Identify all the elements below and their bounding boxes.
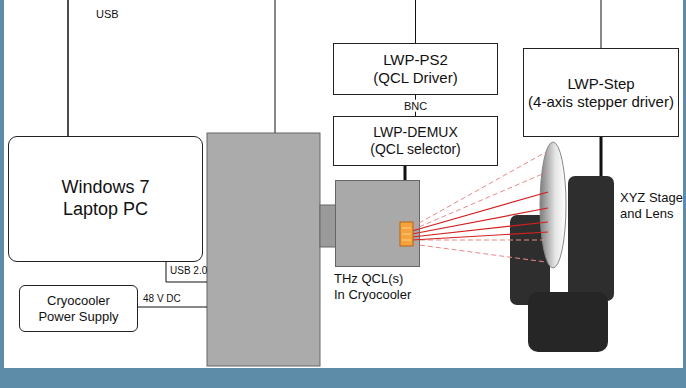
node-label: (QCL selector) [370,141,461,158]
beam [412,172,547,230]
signal-label: BNC [402,99,429,112]
node-content: LWP-DEMUX(QCL selector) [334,117,497,165]
beam [412,240,547,241]
power-wire [138,307,207,308]
node-label: LWP-Step [567,75,634,93]
node-content: LWP-PS2(QCL Driver) [334,44,497,94]
node-content: LWP-Step(4-axis stepper driver) [524,49,678,136]
beam [412,208,548,234]
usb2-wire [166,262,207,282]
node-label: LWP-PS2 [383,51,448,69]
stepper-driver-box: LWP-Step(4-axis stepper driver) [523,48,679,137]
white-panel [4,0,683,368]
beam [412,232,548,240]
beam [412,192,548,231]
node-label: Windows 7 Laptop PC [50,177,162,220]
node-label: THz QCL(s) In Cryocooler [334,271,414,302]
cable [404,166,407,180]
node-label: Cryocooler Power Supply [37,293,121,324]
node-content: Windows 7 Laptop PC [9,137,202,261]
power-supply-box: Cryocooler Power Supply [19,285,138,332]
signal-label: 48 V DC [143,293,181,305]
driver-box: LWP-PS2(QCL Driver) [333,43,498,95]
selector-box: LWP-DEMUX(QCL selector) [333,116,498,166]
qcl-cryostat-box: THz QCL(s) In Cryocooler [335,180,420,267]
cryocooler-body [207,133,320,366]
laptop-box: Windows 7 Laptop PC [8,136,203,262]
node-label: LWP-DEMUX [373,124,458,141]
stage-right-block [568,176,614,301]
node-label: (QCL Driver) [373,69,457,87]
node-content: Cryocooler Power Supply [20,286,137,331]
node-label: XYZ Stage and Lens [620,190,684,221]
usb-wire [275,0,276,133]
stage-figure: XYZ Stage and Lens [520,176,684,352]
node-label: (4-axis stepper driver) [528,93,674,111]
lens [540,142,566,268]
beam [412,222,548,237]
signal-label: USB [96,8,119,21]
cryocooler-neck [320,205,336,247]
cable [600,137,603,176]
laser-beams-dashed [412,152,547,262]
beam [412,244,546,262]
laser-beams [412,192,548,240]
stage-base [528,292,608,352]
signal-label: USB 2.0 [170,265,207,277]
